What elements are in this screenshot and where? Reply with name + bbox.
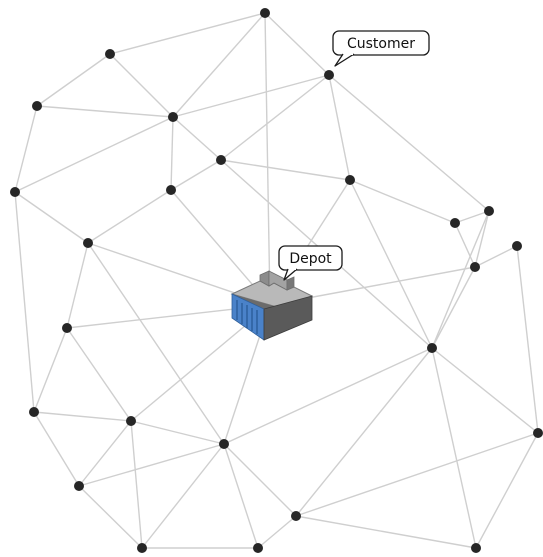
network-edge: [475, 432, 539, 549]
network-edge: [264, 12, 271, 306]
network-edge: [172, 12, 266, 118]
customer-node: [166, 185, 176, 195]
network-edge: [328, 74, 490, 212]
network-edge: [170, 159, 222, 191]
network-edge: [170, 116, 174, 191]
customer-node: [450, 218, 460, 228]
customer-node: [105, 49, 115, 59]
network-edge: [220, 159, 351, 181]
customer-node: [427, 343, 437, 353]
network-edge: [14, 105, 38, 193]
network-edge: [14, 191, 89, 244]
network-edge: [109, 12, 266, 55]
network-edge: [223, 443, 259, 549]
network-edge: [130, 420, 143, 549]
network-edge: [141, 443, 225, 549]
network-edge: [223, 347, 433, 445]
network-edge: [431, 210, 490, 349]
depot-callout: Depot: [278, 245, 343, 281]
network-edge: [431, 347, 539, 434]
network-edge: [36, 53, 111, 107]
network-edge: [295, 515, 477, 549]
warehouse-icon: [230, 270, 314, 341]
network-edge: [33, 327, 68, 413]
network-edge: [295, 432, 539, 517]
network-edge: [295, 347, 433, 517]
network-edge: [172, 116, 222, 161]
network-edge: [264, 12, 330, 76]
customer-node: [471, 543, 481, 553]
network-edge: [172, 74, 330, 118]
network-edge: [431, 266, 476, 349]
network-edge: [33, 411, 132, 422]
network-edge: [130, 420, 225, 445]
network-edge: [33, 411, 80, 487]
customer-callout: Customer: [332, 30, 430, 67]
network-edge: [431, 347, 477, 549]
network-edge: [87, 242, 225, 445]
customer-node: [219, 439, 229, 449]
network-edge: [516, 245, 539, 434]
customer-node: [168, 112, 178, 122]
customer-node: [83, 238, 93, 248]
customer-node: [324, 70, 334, 80]
network-edge: [109, 53, 174, 118]
customer-node: [137, 543, 147, 553]
customer-node: [512, 241, 522, 251]
customer-node: [291, 511, 301, 521]
network-edge: [223, 443, 297, 517]
nodes-layer: [10, 8, 543, 553]
network-edge: [66, 327, 132, 422]
network-edge: [78, 443, 225, 487]
customer-node: [74, 481, 84, 491]
network-edge: [474, 210, 490, 268]
network-edge: [328, 74, 351, 181]
network-edge: [66, 242, 89, 329]
customer-node: [345, 175, 355, 185]
customer-node: [260, 8, 270, 18]
network-edge: [349, 179, 456, 224]
depot-label: Depot: [289, 251, 332, 267]
customer-node: [533, 428, 543, 438]
network-edge: [78, 485, 143, 549]
network-edge: [257, 515, 297, 549]
customer-node: [253, 543, 263, 553]
network-edge: [220, 74, 330, 161]
customer-node: [484, 206, 494, 216]
network-edge: [14, 191, 35, 413]
network-edge: [78, 420, 132, 487]
network-edge: [87, 189, 172, 244]
customer-node: [470, 262, 480, 272]
customer-label: Customer: [347, 36, 415, 52]
customer-node: [216, 155, 226, 165]
network-edge: [36, 105, 174, 118]
network-edge: [454, 222, 476, 268]
customer-node: [32, 101, 42, 111]
network-edge: [474, 245, 518, 268]
customer-node: [10, 187, 20, 197]
network-edge: [349, 179, 433, 349]
network-edge: [14, 116, 174, 193]
customer-node: [126, 416, 136, 426]
network-edge: [454, 210, 490, 224]
customer-node: [62, 323, 72, 333]
customer-node: [29, 407, 39, 417]
